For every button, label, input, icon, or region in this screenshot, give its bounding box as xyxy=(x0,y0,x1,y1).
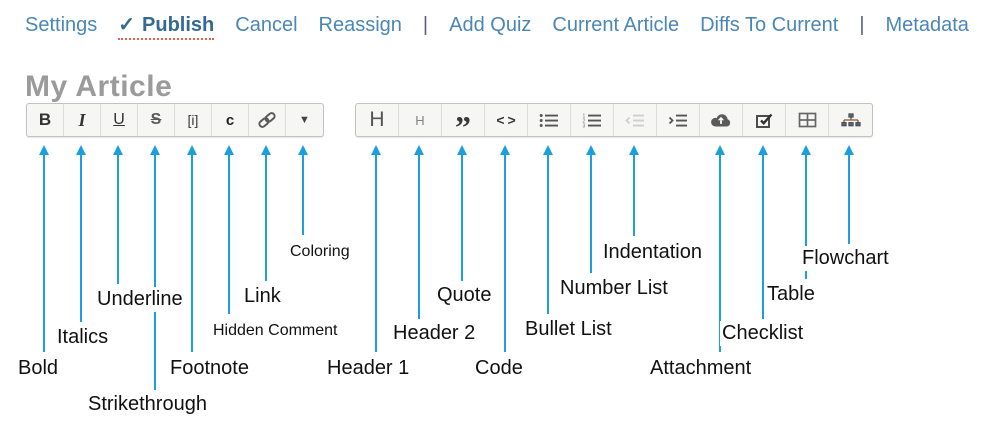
annotation-arrow-strikethrough xyxy=(150,145,160,390)
header-2-icon: H xyxy=(415,112,425,128)
menu-item-publish-label: Publish xyxy=(142,14,215,36)
header-1-icon: H xyxy=(369,108,385,131)
annotation-label-bold: Bold xyxy=(16,356,61,381)
menu-separator: | xyxy=(859,14,865,36)
underline-button[interactable]: U xyxy=(101,104,138,136)
annotation-label-italics: Italics xyxy=(55,325,111,350)
annotation-label-quote: Quote xyxy=(435,283,494,308)
menu-item-publish[interactable]: ✓ Publish xyxy=(118,12,215,40)
number-list-button[interactable]: 1 2 3 xyxy=(571,104,614,136)
bullet-list-icon xyxy=(539,113,558,127)
annotation-label-strikethrough: Strikethrough xyxy=(86,392,209,417)
menu-item-current-article[interactable]: Current Article xyxy=(552,14,680,36)
annotation-arrow-coloring xyxy=(298,145,308,235)
page-title: My Article xyxy=(25,70,173,104)
menu-item-reassign[interactable]: Reassign xyxy=(318,14,402,36)
annotation-label-attachment: Attachment xyxy=(648,356,754,381)
annotation-label-flowchart: Flowchart xyxy=(800,246,891,271)
link-icon xyxy=(258,112,276,128)
italic-button[interactable]: I xyxy=(64,104,101,136)
annotation-arrow-table xyxy=(801,145,811,279)
strikethrough-button[interactable]: S xyxy=(138,104,175,136)
annotation-arrow-code xyxy=(500,145,510,352)
quote-button[interactable]: ” xyxy=(442,104,485,143)
outdent-icon xyxy=(625,114,644,126)
annotation-arrow-hidden-comment xyxy=(224,145,234,314)
annotation-label-underline: Underline xyxy=(95,287,185,312)
table-button[interactable] xyxy=(786,104,829,136)
caret-down-icon: ▼ xyxy=(299,114,310,126)
annotation-arrow-quote xyxy=(457,145,467,281)
menu-item-diffs-to-current[interactable]: Diffs To Current xyxy=(700,14,839,36)
code-icon: <> xyxy=(496,112,519,128)
annotation-arrow-indentation xyxy=(629,145,639,236)
annotation-arrow-footnote xyxy=(187,145,197,352)
annotation-label-code: Code xyxy=(473,356,525,381)
check-icon: ✓ xyxy=(118,14,136,36)
annotation-label-bullet-list: Bullet List xyxy=(523,317,614,342)
outdent-button[interactable] xyxy=(614,104,657,136)
svg-text:1: 1 xyxy=(583,113,586,119)
annotation-arrow-flowchart xyxy=(844,145,854,244)
menu-item-cancel[interactable]: Cancel xyxy=(235,14,298,36)
annotation-label-indentation: Indentation xyxy=(601,240,704,265)
bold-icon: B xyxy=(38,110,52,129)
svg-text:2: 2 xyxy=(583,118,586,124)
code-button[interactable]: <> xyxy=(485,104,528,136)
hidden-comment-button[interactable]: c xyxy=(212,104,249,136)
number-list-icon: 1 2 3 xyxy=(583,113,601,128)
formatting-toolbar: B I U S [i] c ▼ xyxy=(26,103,324,137)
underline-icon: U xyxy=(113,111,125,128)
svg-text:3: 3 xyxy=(583,123,586,128)
top-menu: Settings ✓ Publish Cancel Reassign | Add … xyxy=(25,12,969,40)
italic-icon: I xyxy=(78,109,86,130)
annotation-label-hidden-comment: Hidden Comment xyxy=(211,321,340,341)
annotation-arrow-italics xyxy=(76,145,86,322)
footnote-icon: [i] xyxy=(187,112,199,128)
menu-item-metadata[interactable]: Metadata xyxy=(885,14,969,36)
table-icon xyxy=(798,112,816,128)
annotation-arrow-header-1 xyxy=(371,145,381,352)
footnote-button[interactable]: [i] xyxy=(175,104,212,136)
indent-icon xyxy=(668,114,687,126)
annotation-label-coloring: Coloring xyxy=(288,242,352,262)
annotation-arrow-checklist xyxy=(758,145,768,319)
annotation-arrow-underline xyxy=(113,145,123,284)
link-button[interactable] xyxy=(249,104,286,136)
strikethrough-icon: S xyxy=(150,111,162,128)
annotation-label-header-2: Header 2 xyxy=(391,321,478,346)
flowchart-icon xyxy=(840,112,861,126)
bullet-list-button[interactable] xyxy=(528,104,571,136)
indent-button[interactable] xyxy=(657,104,700,136)
flowchart-button[interactable] xyxy=(829,104,872,136)
annotation-arrow-number-list xyxy=(586,145,596,273)
annotation-arrow-attachment xyxy=(715,145,725,352)
checklist-button[interactable] xyxy=(743,104,786,136)
annotation-label-footnote: Footnote xyxy=(168,356,251,381)
annotation-label-checklist: Checklist xyxy=(720,321,806,346)
menu-separator: | xyxy=(422,14,429,36)
header-1-button[interactable]: H xyxy=(356,104,399,136)
annotation-arrow-link xyxy=(261,145,271,281)
annotation-label-number-list: Number List xyxy=(558,276,670,301)
attachment-button[interactable] xyxy=(700,104,743,136)
coloring-dropdown-button[interactable]: ▼ xyxy=(286,104,323,136)
header-2-button[interactable]: H xyxy=(399,104,442,136)
annotation-label-link: Link xyxy=(242,284,283,309)
annotation-arrow-bullet-list xyxy=(543,145,553,314)
cloud-upload-icon xyxy=(711,114,731,127)
menu-item-settings[interactable]: Settings xyxy=(25,14,98,36)
hidden-comment-icon: c xyxy=(225,111,235,129)
checklist-icon xyxy=(755,113,772,128)
annotation-label-table: Table xyxy=(765,282,817,307)
block-toolbar: H H ” <> 1 2 3 xyxy=(355,103,873,143)
menu-item-add-quiz[interactable]: Add Quiz xyxy=(449,14,532,36)
annotation-label-header-1: Header 1 xyxy=(325,356,412,381)
annotation-arrow-bold xyxy=(39,145,49,352)
bold-button[interactable]: B xyxy=(27,104,64,136)
annotation-arrow-header-2 xyxy=(414,145,424,319)
